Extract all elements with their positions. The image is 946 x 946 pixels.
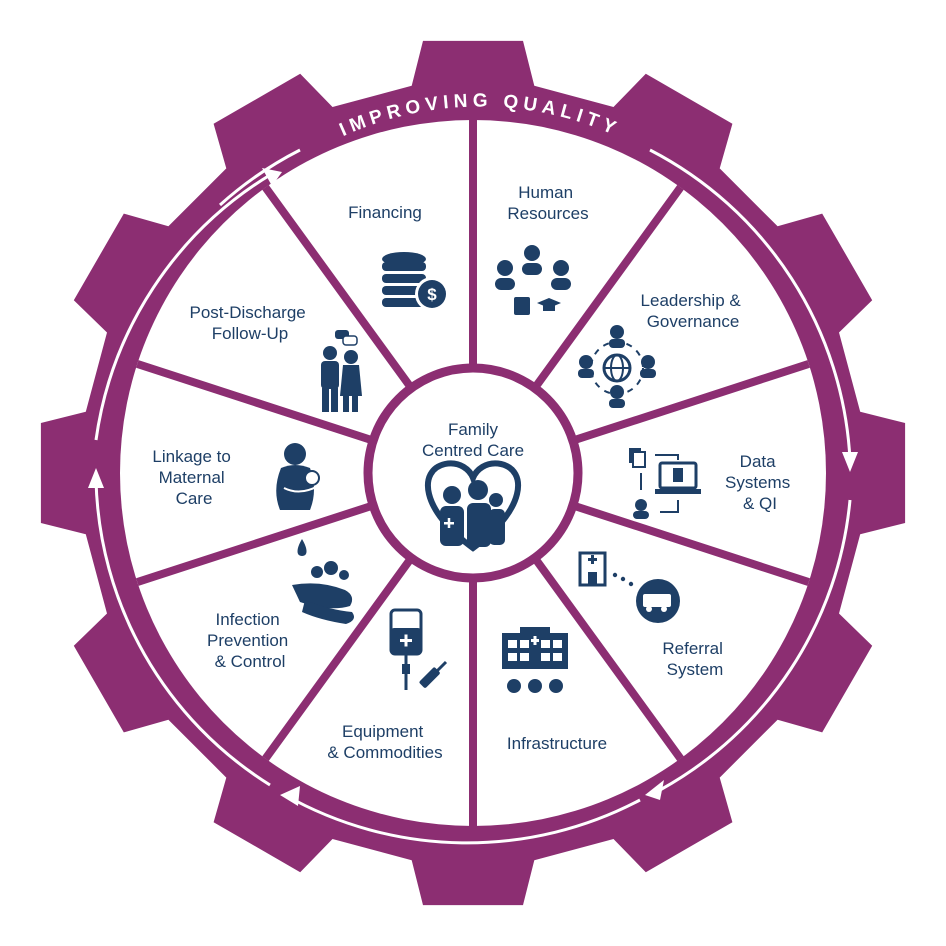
heart-family-icon	[424, 460, 522, 552]
segment-divider	[136, 360, 375, 445]
arrow-arc-bottom	[284, 793, 641, 845]
arrow-arc-bottom-right	[659, 499, 852, 792]
arrow-arc-upper-left	[94, 173, 271, 441]
arrow-head-right	[842, 452, 858, 472]
segment-divider	[262, 555, 415, 761]
laptop-data-icon	[629, 448, 701, 519]
hospital-building-icon	[502, 627, 568, 693]
arrow-head-upper-left	[262, 168, 282, 186]
ambulance-icon	[578, 551, 680, 623]
arrow-head-bottom-left	[280, 786, 300, 806]
segment-label-referral: Referral System	[662, 639, 727, 679]
arrow-arc-left	[94, 479, 271, 787]
segment-divider	[531, 185, 684, 391]
segment-divider	[136, 501, 375, 586]
segment-labels: Financing Human Resources Leadership & G…	[152, 183, 795, 762]
team-icon	[495, 245, 571, 315]
segment-label-human-resources: Human Resources	[507, 183, 588, 223]
center-label-line1: Family	[448, 420, 499, 439]
arrow-arc-right	[649, 148, 852, 461]
iv-syringe-icon	[389, 608, 448, 690]
segment-label-leadership: Leadership & Governance	[641, 291, 746, 331]
segment-label-equipment: Equipment & Commodities	[327, 722, 442, 762]
coins-dollar-icon: $	[382, 252, 449, 311]
segment-label-financing: Financing	[348, 203, 422, 222]
cycle-arrows	[88, 148, 858, 845]
family-icon	[321, 330, 362, 412]
center-label-line2: Centred Care	[422, 441, 524, 460]
arrow-head-left	[88, 468, 104, 488]
segment-label-data-systems: Data Systems & QI	[725, 452, 795, 513]
segment-label-infrastructure: Infrastructure	[507, 734, 607, 753]
globe-network-icon	[578, 325, 656, 408]
segment-divider	[262, 185, 415, 391]
svg-text:$: $	[427, 285, 437, 304]
segment-label-post-discharge: Post-Discharge Follow-Up	[190, 303, 311, 343]
arrow-head-bottom-right	[645, 780, 664, 800]
mother-baby-icon	[276, 443, 320, 510]
segment-label-infection: Infection Prevention & Control	[207, 610, 293, 671]
segment-label-linkage: Linkage to Maternal Care	[152, 447, 235, 508]
segment-divider	[571, 360, 810, 445]
handwash-icon	[292, 539, 354, 624]
arrow-arc-top-left	[218, 148, 301, 207]
segment-divider	[571, 501, 810, 586]
segment-divider	[531, 555, 684, 761]
segment-dividers	[136, 120, 810, 826]
